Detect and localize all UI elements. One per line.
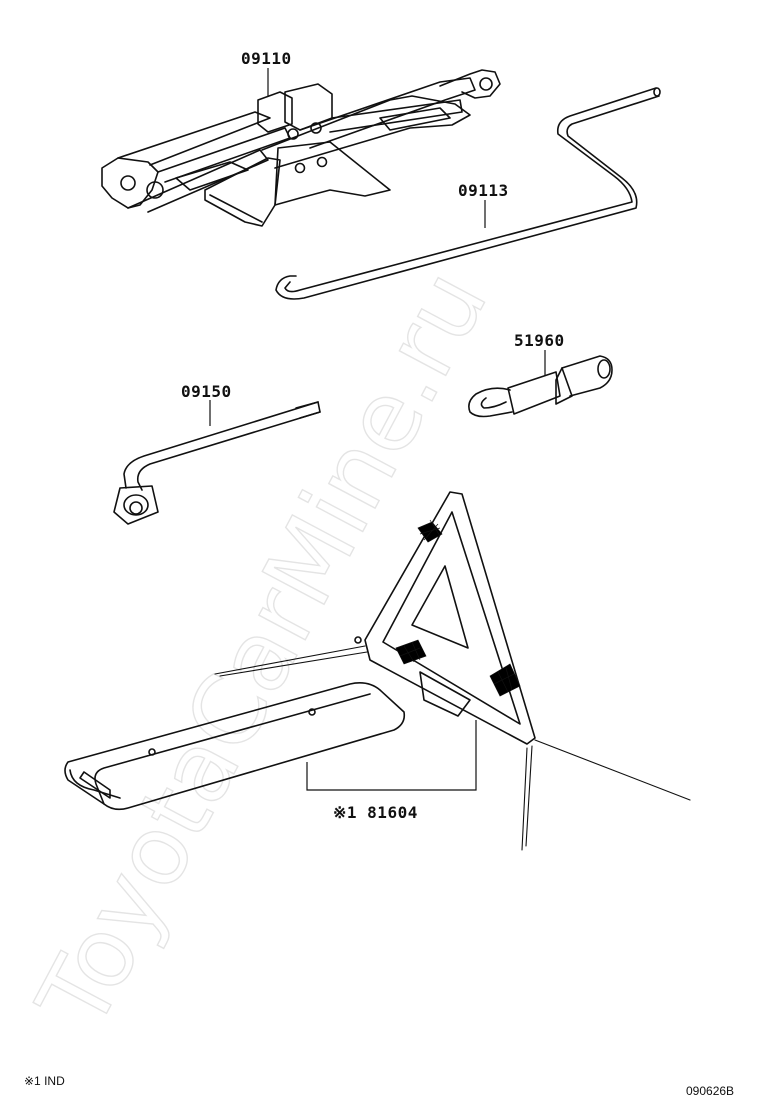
towing-eye (468, 355, 613, 418)
callout-handle: 09113 (458, 181, 509, 200)
callout-triangle-kit: ※1 81604 (333, 803, 418, 822)
footnote: ※1 IND (24, 1074, 65, 1088)
callout-jack: 09110 (241, 49, 292, 68)
wheel-nut-wrench (113, 401, 321, 525)
warning-triangle (214, 491, 691, 851)
leader-triangle-kit (306, 720, 477, 791)
scissor-jack (101, 69, 501, 227)
triangle-storage-case (64, 682, 406, 811)
watermark: ToyotaCarMine.ru (16, 253, 509, 1047)
jack-handle (275, 87, 661, 300)
callout-wrench: 09150 (181, 382, 232, 401)
callout-towing-eye: 51960 (514, 331, 565, 350)
diagram-code: 090626B (686, 1084, 734, 1098)
